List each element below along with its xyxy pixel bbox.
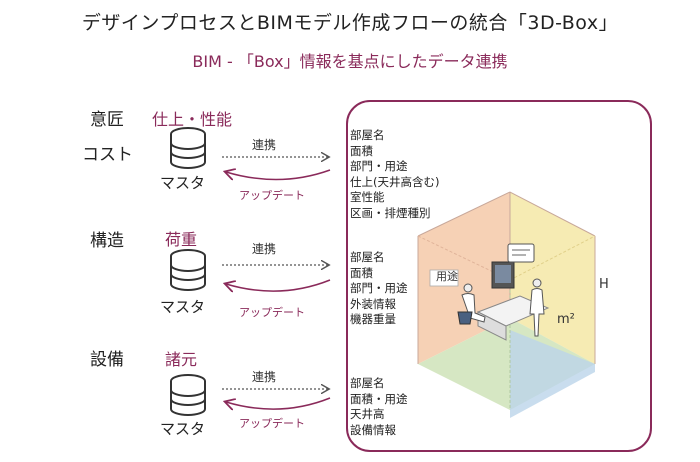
database-icon [170,127,206,169]
update-arrow [226,170,331,180]
box-info-item: 部門・用途 [350,159,408,173]
box-info-item: 室性能 [350,190,385,204]
room-height-label: H [599,277,609,292]
row3-update-label: アップデート [239,417,305,430]
row2-info-label: 荷重 [165,230,198,249]
row2-update-label: アップデート [239,306,305,319]
page-title: デザインプロセスとBIMモデル作成フローの統合「3D-Box」 [81,12,619,34]
update-arrow [226,397,331,409]
box-info-item: 部屋名 [350,376,385,390]
box-info-item: 部屋名 [350,128,385,142]
category-design: 意匠 [90,110,124,130]
box-info-item: 機器重量 [350,312,396,326]
box-info-item: 面積・用途 [350,391,408,406]
room-area-label: m² [557,312,575,327]
category-structure: 構造 [90,231,124,251]
info-box-frame [346,100,652,452]
box-info-item: 面積 [350,265,373,280]
box-info-group-structure: 部屋名 面積 部門・用途 外装情報 機器重量 [350,250,408,328]
row3-link-label: 連携 [252,370,277,384]
row3-master-label: マスタ [160,420,206,438]
row1-info-label: 仕上・性能 [152,110,233,129]
row2-master-label: マスタ [160,298,206,316]
box-info-item: 部屋名 [350,250,385,264]
page-subtitle: BIM - 「Box」情報を基点にしたデータ連携 [192,52,508,71]
row1-update-label: アップデート [239,189,305,202]
box-info-item: 区画・排煙種別 [350,205,431,220]
box-info-group-equipment: 部屋名 面積・用途 天井高 設備情報 [350,376,408,438]
box-info-group-design: 部屋名 面積 部門・用途 仕上(天井高含む) 室性能 区画・排煙種別 [350,128,439,221]
row1-master-label: マスタ [160,174,206,192]
row3-info-label: 諸元 [165,350,198,369]
row1-link-label: 連携 [252,138,277,152]
database-icon [170,249,206,291]
box-info-item: 面積 [350,143,373,158]
category-cost: コスト [82,145,133,165]
box-info-item: 天井高 [350,407,385,421]
room-box-illustration [417,191,596,418]
box-info-item: 部門・用途 [350,281,408,295]
box-info-item: 設備情報 [350,422,396,437]
box-info-item: 仕上(天井高含む) [350,174,440,189]
update-arrow [226,279,331,291]
box-info-item: 外装情報 [350,296,396,311]
category-equipment: 設備 [90,350,124,370]
room-usage-label: 用途 [436,270,458,283]
database-icon [170,374,206,416]
row2-link-label: 連携 [252,242,277,256]
